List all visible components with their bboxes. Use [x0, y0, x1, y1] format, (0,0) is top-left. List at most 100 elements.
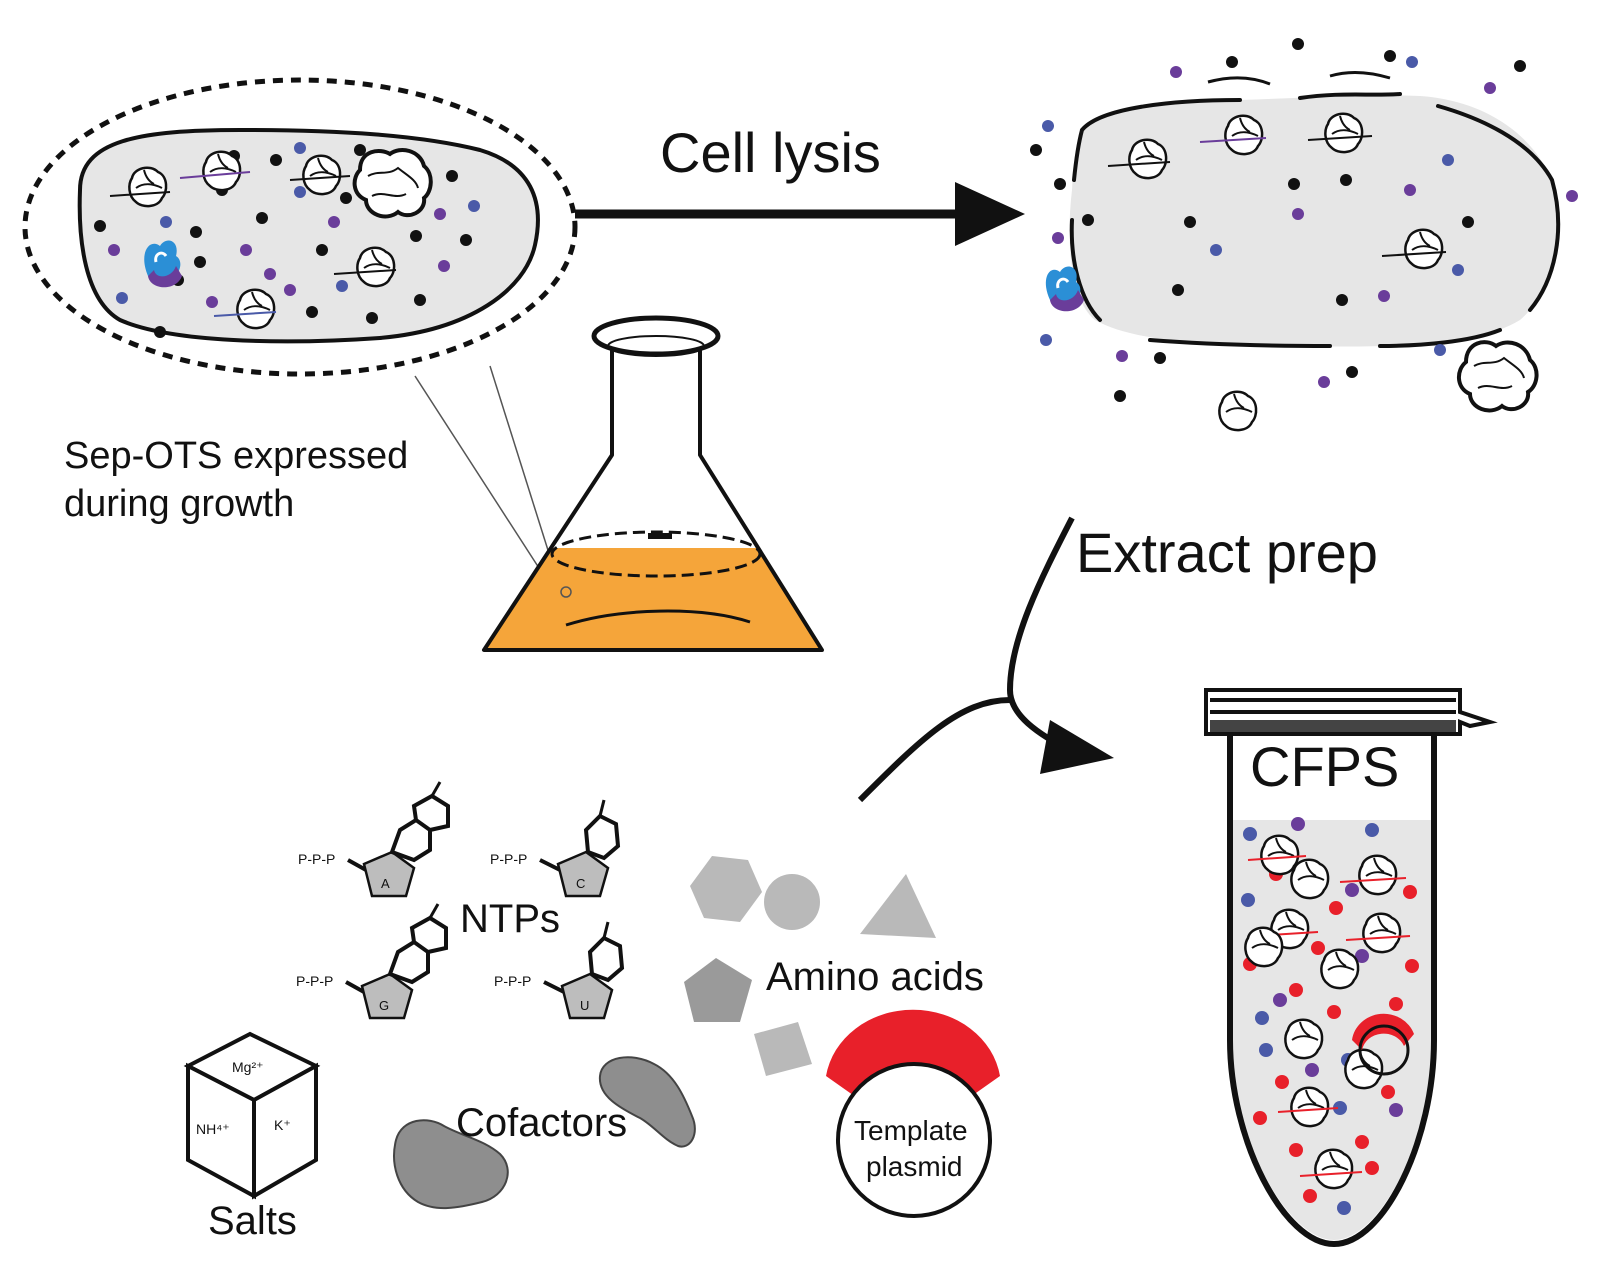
- hexagon-icon: [690, 856, 762, 922]
- svg-text:NH⁴⁺: NH⁴⁺: [196, 1121, 230, 1137]
- molecule-dot: [1291, 817, 1305, 831]
- ribosome-icon: [1107, 112, 1447, 432]
- molecule-dot: [294, 142, 306, 154]
- molecule-dot: [1345, 883, 1359, 897]
- cell-lysis-arrow-icon: [575, 182, 1025, 246]
- molecule-dot: [1292, 208, 1304, 220]
- molecule-dot: [460, 234, 472, 246]
- svg-text:C: C: [576, 876, 585, 891]
- molecule-dot: [1365, 1161, 1379, 1175]
- molecule-dot: [434, 208, 446, 220]
- molecule-dot: [1566, 190, 1578, 202]
- molecule-dot: [1381, 1085, 1395, 1099]
- svg-text:A: A: [381, 876, 390, 891]
- molecule-dot: [446, 170, 458, 182]
- molecule-dot: [336, 280, 348, 292]
- molecule-dot: [1318, 376, 1330, 388]
- zoom-line: [414, 375, 549, 583]
- molecule-dot: [1273, 993, 1287, 1007]
- amino-acids-label: Amino acids: [766, 955, 984, 999]
- molecule-dot: [1337, 1201, 1351, 1215]
- svg-text:U: U: [580, 998, 589, 1013]
- ntp-a-icon: P-P-P A: [298, 781, 450, 898]
- molecule-dot: [256, 212, 268, 224]
- molecule-dot: [1172, 284, 1184, 296]
- template-label-line1: Template: [854, 1115, 968, 1146]
- molecule-dot: [1184, 216, 1196, 228]
- molecule-dot: [1052, 232, 1064, 244]
- molecule-dot: [1333, 1101, 1347, 1115]
- cofactor-shapes: [393, 1056, 696, 1210]
- molecule-dot: [1340, 174, 1352, 186]
- trna-icon: [1045, 266, 1084, 312]
- molecule-dot: [190, 226, 202, 238]
- molecule-dot: [1114, 390, 1126, 402]
- molecule-dot: [1154, 352, 1166, 364]
- molecule-dot: [1384, 50, 1396, 62]
- zoom-line: [489, 365, 559, 583]
- molecule-dot: [108, 244, 120, 256]
- molecule-dot: [1389, 997, 1403, 1011]
- svg-text:Mg²⁺: Mg²⁺: [232, 1059, 264, 1075]
- molecule-dot: [264, 268, 276, 280]
- svg-text:P-P-P: P-P-P: [490, 851, 527, 867]
- molecule-dot: [1406, 56, 1418, 68]
- molecule-dot: [1442, 154, 1454, 166]
- molecule-dot: [1514, 60, 1526, 72]
- molecule-dot: [1116, 350, 1128, 362]
- molecule-dot: [1040, 334, 1052, 346]
- svg-text:P-P-P: P-P-P: [296, 973, 333, 989]
- molecule-dot: [414, 294, 426, 306]
- extract-prep-label: Extract prep: [1076, 521, 1378, 584]
- molecule-dot: [1289, 983, 1303, 997]
- svg-text:G: G: [379, 998, 389, 1013]
- molecule-dot: [1255, 1011, 1269, 1025]
- molecule-dot: [316, 244, 328, 256]
- molecule-dot: [1292, 38, 1304, 50]
- flask-icon: [482, 315, 824, 652]
- molecule-dot: [1484, 82, 1496, 94]
- molecule-dot: [1452, 264, 1464, 276]
- intact-cell: [22, 77, 578, 377]
- molecule-dot: [1226, 56, 1238, 68]
- molecule-dot: [1259, 1043, 1273, 1057]
- trna-icon: [144, 240, 182, 288]
- cell-lysis-label: Cell lysis: [660, 121, 881, 184]
- svg-text:P-P-P: P-P-P: [298, 851, 335, 867]
- molecule-dot: [1355, 949, 1369, 963]
- molecule-dot: [1210, 244, 1222, 256]
- molecule-dot: [1288, 178, 1300, 190]
- molecule-dot: [354, 144, 366, 156]
- molecule-dot: [1346, 366, 1358, 378]
- molecule-dot: [1327, 1005, 1341, 1019]
- ntp-u-icon: P-P-P U: [494, 921, 625, 1020]
- diamond-icon: [754, 1022, 812, 1076]
- molecule-dot: [1303, 1189, 1317, 1203]
- template-label-line2: plasmid: [866, 1151, 962, 1182]
- sep-ots-label-line1: Sep-OTS expressed: [64, 435, 408, 477]
- molecule-dot: [284, 284, 296, 296]
- salts-cube-icon: Mg²⁺ NH⁴⁺ K⁺: [183, 1031, 321, 1200]
- molecule-dot: [1329, 901, 1343, 915]
- pentagon-icon: [684, 958, 752, 1022]
- molecule-dot: [206, 296, 218, 308]
- molecule-dot: [1253, 1111, 1267, 1125]
- molecule-dot: [1434, 344, 1446, 356]
- molecule-dot: [1378, 290, 1390, 302]
- molecule-dot: [1365, 823, 1379, 837]
- molecule-dot: [328, 216, 340, 228]
- salts-label: Salts: [208, 1199, 297, 1243]
- molecule-dot: [160, 216, 172, 228]
- tube-plasmid-icon: [1352, 1013, 1414, 1076]
- ribosome-icon: [109, 150, 397, 330]
- molecule-dot: [294, 186, 306, 198]
- molecule-dot: [1355, 1135, 1369, 1149]
- molecule-dot: [240, 244, 252, 256]
- molecule-dot: [94, 220, 106, 232]
- plasmid-icon: [352, 148, 433, 219]
- lysed-molecules: [1030, 38, 1578, 402]
- molecule-dot: [154, 326, 166, 338]
- molecule-dot: [1082, 214, 1094, 226]
- molecule-dot: [340, 192, 352, 204]
